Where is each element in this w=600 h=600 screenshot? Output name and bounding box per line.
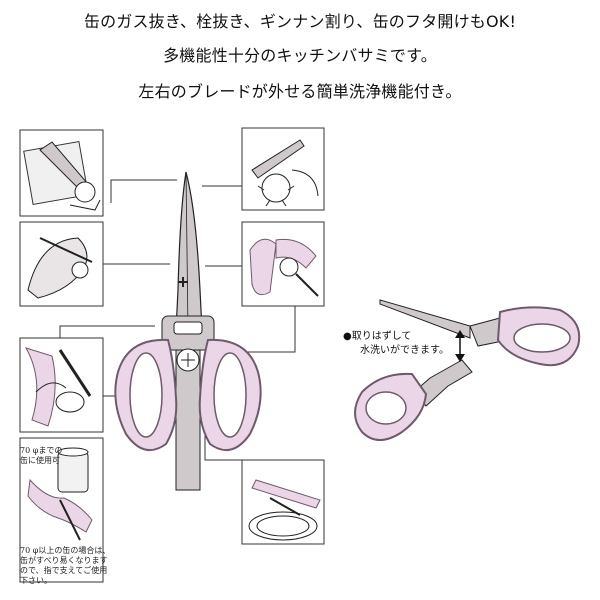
box-fish-prep xyxy=(19,221,104,307)
bullet-icon: ● xyxy=(343,331,352,342)
headline-line-1: 缶のガス抜き、栓抜き、ギンナン割り、缶のフタ開けもOK! xyxy=(83,12,517,31)
box-ginkgo-crack xyxy=(241,221,325,307)
can-bottom-line-2: 缶がすべり易くなります xyxy=(20,556,108,565)
headline-line-3: 左右のブレードが外せる簡単洗浄機能付き。 xyxy=(138,82,462,101)
detach-arrow-icon xyxy=(455,330,465,362)
box-gas-release xyxy=(19,129,104,217)
can-top-caption-2: 缶に使用可 xyxy=(20,456,60,465)
box-bottle-opener xyxy=(241,459,325,545)
can-bottom-line-4: 下さい。 xyxy=(20,576,52,585)
main-scissors xyxy=(114,171,262,491)
detach-note-line-1: ●取りはずして xyxy=(343,331,411,343)
detach-note-line-2: 水洗いができます。 xyxy=(360,345,449,356)
can-top-caption-1: 70 φまでの xyxy=(20,446,63,455)
box-crab-cut xyxy=(241,127,325,211)
detach-text-1: 取りはずして xyxy=(351,331,412,342)
box-nut-cracker xyxy=(19,337,104,433)
can-bottom-line-1: 70 φ以上の缶の場合は、 xyxy=(20,546,111,555)
can-bottom-caption: 70 φ以上の缶の場合は、 缶がすべり易くなります ので、指で支えてご使用 下さ… xyxy=(20,546,110,586)
can-bottom-line-3: ので、指で支えてご使用 xyxy=(20,566,108,575)
box-can-opener xyxy=(19,437,104,583)
detached-scissors xyxy=(354,299,581,441)
headline-line-2: 多機能性十分のキッチンバサミです。 xyxy=(163,46,437,65)
